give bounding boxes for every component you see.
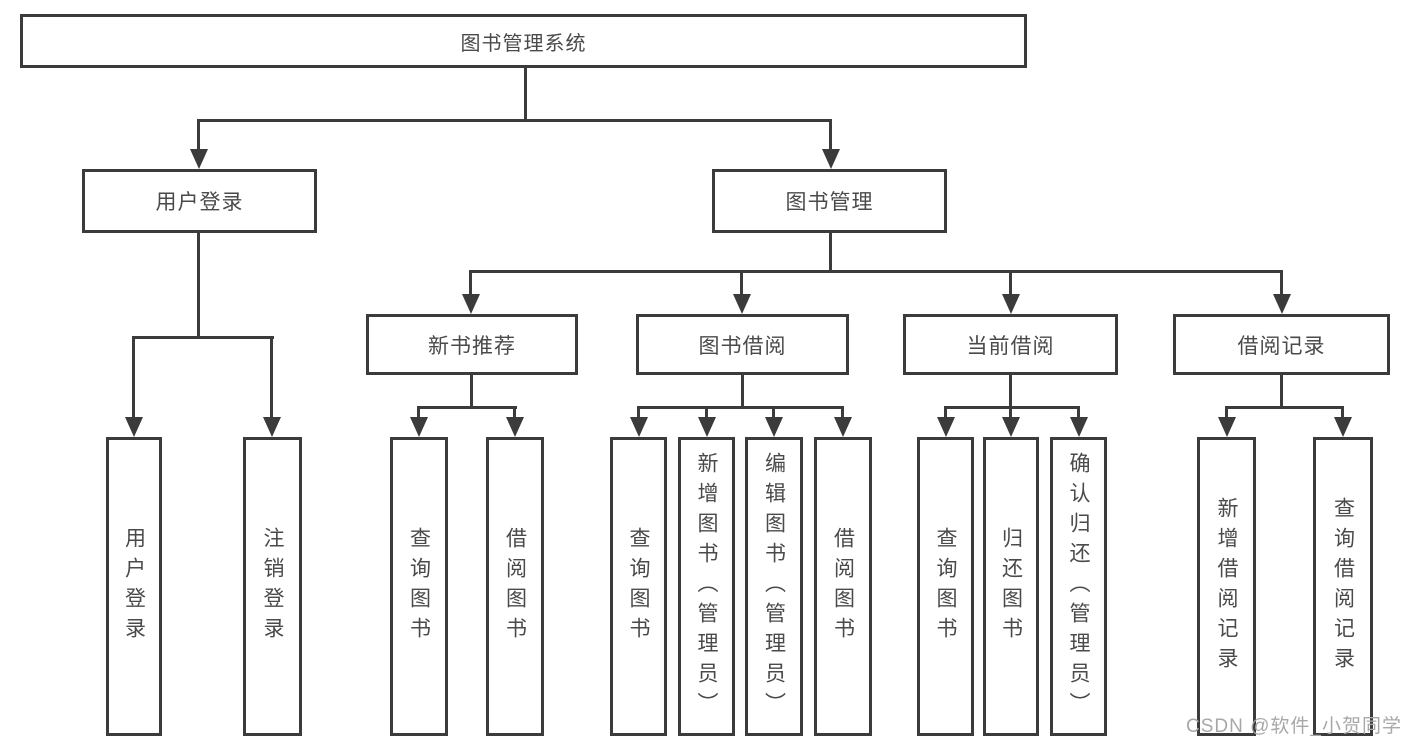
connector-book-borrow-stem [741, 375, 744, 409]
watermark: CSDN @软件_小贺同学 [1186, 716, 1402, 737]
node-root-label: 图书管理系统 [460, 32, 587, 55]
arrowhead-g5-2 [1334, 417, 1352, 437]
connector-drop-record [1280, 270, 1283, 296]
arrowhead-book-mgmt [822, 149, 840, 169]
node-book-borrow: 图书借阅 [636, 314, 849, 375]
arrowhead-new-book [462, 294, 480, 314]
leaf-borrow-book-2: 借阅图书 [814, 437, 872, 736]
leaf-query-borrow-record-label: 查询借阅记录 [1331, 496, 1355, 677]
leaf-return-book-label: 归还图书 [999, 526, 1023, 647]
arrowhead-g5-1 [1218, 417, 1236, 437]
connector-drop-g2-2 [513, 406, 516, 419]
leaf-query-book-2-label: 查询图书 [627, 526, 650, 647]
connector-drop-leaf-logout [270, 336, 273, 419]
node-new-book-rec: 新书推荐 [366, 314, 578, 375]
leaf-logout: 注销登录 [243, 437, 302, 736]
connector-drop-borrow [740, 270, 743, 296]
connector-record-stem [1280, 375, 1283, 409]
leaf-borrow-book-1-label: 借阅图书 [503, 526, 527, 647]
connector-drop-g4-1 [944, 406, 947, 419]
leaf-confirm-return-admin: 确认归还（管理员） [1050, 437, 1107, 736]
node-borrow-record: 借阅记录 [1173, 314, 1390, 375]
leaf-add-borrow-record-label: 新增借阅记录 [1215, 496, 1238, 677]
arrowhead-leaf-login [125, 417, 143, 437]
node-current-borrow-label: 当前借阅 [966, 334, 1055, 358]
arrowhead-g3-2 [698, 417, 716, 437]
arrowhead-g2-2 [506, 417, 524, 437]
leaf-query-book-2: 查询图书 [610, 437, 667, 736]
connector-drop-new-book [469, 270, 472, 296]
node-root: 图书管理系统 [20, 14, 1027, 68]
leaf-borrow-book-1: 借阅图书 [486, 437, 544, 736]
arrowhead-g4-2 [1002, 417, 1020, 437]
arrowhead-g3-4 [834, 417, 852, 437]
leaf-return-book: 归还图书 [983, 437, 1039, 736]
connector-drop-g4-2 [1009, 406, 1012, 419]
arrowhead-user-login [190, 149, 208, 169]
connector-current-stem [1009, 375, 1012, 409]
node-current-borrow: 当前借阅 [903, 314, 1118, 375]
connector-drop-g3-4 [841, 406, 844, 419]
leaf-borrow-book-2-label: 借阅图书 [831, 526, 855, 647]
node-borrow-record-label: 借阅记录 [1237, 334, 1326, 358]
leaf-user-login-label: 用户登录 [122, 526, 146, 647]
connector-drop-current [1009, 270, 1012, 296]
connector-new-book-rail [417, 406, 517, 409]
arrowhead-g3-3 [765, 417, 783, 437]
leaf-query-borrow-record: 查询借阅记录 [1313, 437, 1373, 736]
connector-drop-leaf-login [132, 336, 135, 419]
leaf-logout-label: 注销登录 [261, 526, 284, 647]
connector-level3-rail [469, 270, 1283, 273]
connector-drop-g3-1 [637, 406, 640, 419]
connector-book-mgmt-stem [829, 233, 832, 273]
arrowhead-record [1273, 294, 1291, 314]
connector-drop-g2-1 [417, 406, 420, 419]
leaf-edit-book-admin: 编辑图书（管理员） [745, 437, 803, 736]
leaf-add-book-admin-label: 新增图书（管理员） [695, 451, 718, 722]
connector-level2-rail [197, 119, 832, 122]
node-new-book-rec-label: 新书推荐 [428, 334, 516, 358]
leaf-query-book-1: 查询图书 [390, 437, 448, 736]
connector-drop-user-login [197, 119, 200, 151]
leaf-add-borrow-record: 新增借阅记录 [1197, 437, 1256, 736]
node-book-borrow-label: 图书借阅 [698, 334, 787, 358]
connector-root-stem [524, 66, 527, 122]
node-user-login: 用户登录 [82, 169, 317, 233]
leaf-user-login: 用户登录 [106, 437, 162, 736]
connector-current-rail [944, 406, 1080, 409]
arrowhead-g4-1 [937, 417, 955, 437]
connector-user-login-rail [132, 336, 274, 339]
arrowhead-borrow [733, 294, 751, 314]
arrowhead-g2-1 [410, 417, 428, 437]
connector-drop-g4-3 [1077, 406, 1080, 419]
arrowhead-g3-1 [630, 417, 648, 437]
node-book-mgmt: 图书管理 [712, 169, 947, 233]
node-book-mgmt-label: 图书管理 [785, 191, 874, 214]
leaf-edit-book-admin-label: 编辑图书（管理员） [762, 451, 786, 722]
connector-record-rail [1225, 406, 1344, 409]
connector-new-book-stem [470, 375, 473, 409]
leaf-confirm-return-admin-label: 确认归还（管理员） [1067, 451, 1090, 722]
arrowhead-leaf-logout [263, 417, 281, 437]
leaf-add-book-admin: 新增图书（管理员） [678, 437, 735, 736]
node-user-login-label: 用户登录 [155, 191, 244, 214]
connector-drop-g5-1 [1225, 406, 1228, 419]
connector-drop-g3-3 [772, 406, 775, 419]
connector-user-login-stem [197, 233, 200, 339]
connector-drop-book-mgmt [829, 119, 832, 151]
leaf-query-book-3: 查询图书 [917, 437, 974, 736]
arrowhead-current [1002, 294, 1020, 314]
connector-drop-g5-2 [1341, 406, 1344, 419]
connector-book-borrow-rail [637, 406, 844, 409]
leaf-query-book-1-label: 查询图书 [407, 526, 431, 647]
arrowhead-g4-3 [1070, 417, 1088, 437]
leaf-query-book-3-label: 查询图书 [934, 526, 957, 647]
connector-drop-g3-2 [705, 406, 708, 419]
